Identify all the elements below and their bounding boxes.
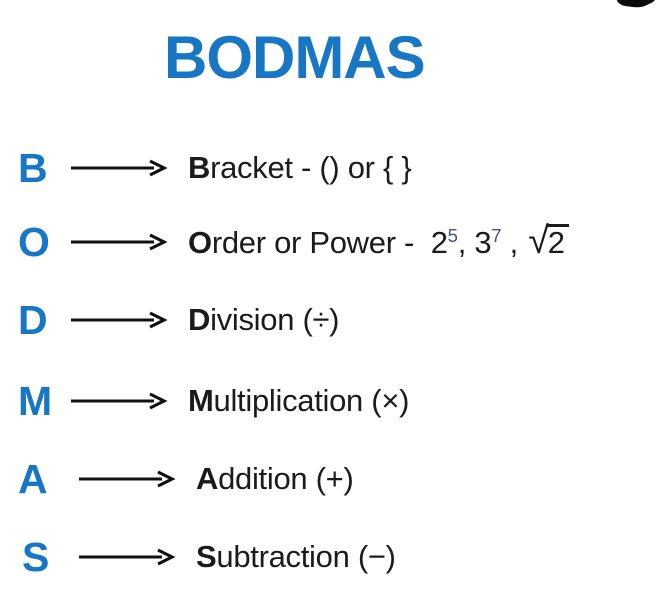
right-arrow-icon xyxy=(79,470,176,488)
row-label-rest: racket - () or { } xyxy=(210,150,412,186)
row-label-initial: B xyxy=(188,150,211,186)
right-arrow-icon xyxy=(79,548,176,566)
row-label-rest: ivision (÷) xyxy=(210,302,340,338)
corner-mark-icon xyxy=(617,0,655,8)
acronym-letter-s: S xyxy=(22,533,50,580)
row-label-initial: M xyxy=(188,383,214,419)
right-arrow-icon xyxy=(71,311,168,329)
row-label-rest: ultiplication (×) xyxy=(213,383,410,419)
page-title: BODMAS xyxy=(164,24,426,91)
row-label-initial: S xyxy=(196,539,217,575)
separator: , xyxy=(457,224,475,260)
acronym-letter-m: M xyxy=(18,377,53,424)
row-label-initial: D xyxy=(188,302,211,338)
row-label-rest: ddition (+) xyxy=(218,461,354,497)
separator: , xyxy=(501,224,527,260)
right-arrow-icon xyxy=(71,159,168,177)
right-arrow-icon xyxy=(71,233,168,251)
square-root-expression: √2 xyxy=(528,219,569,262)
power-base: 2 xyxy=(430,224,448,260)
acronym-letter-d: D xyxy=(18,296,48,343)
right-arrow-icon xyxy=(71,392,168,410)
row-label-initial: O xyxy=(188,224,212,260)
row-label-initial: A xyxy=(196,461,219,497)
row-label-rest: rder or Power - xyxy=(211,224,431,260)
power-base: 3 xyxy=(474,224,492,260)
row-label-rest: ubtraction (−) xyxy=(216,539,396,575)
radical-sign: √ xyxy=(528,219,549,262)
acronym-letter-b: B xyxy=(18,144,48,191)
radicand: 2 xyxy=(545,223,569,260)
acronym-letter-a: A xyxy=(18,455,48,502)
acronym-letter-o: O xyxy=(18,218,50,265)
